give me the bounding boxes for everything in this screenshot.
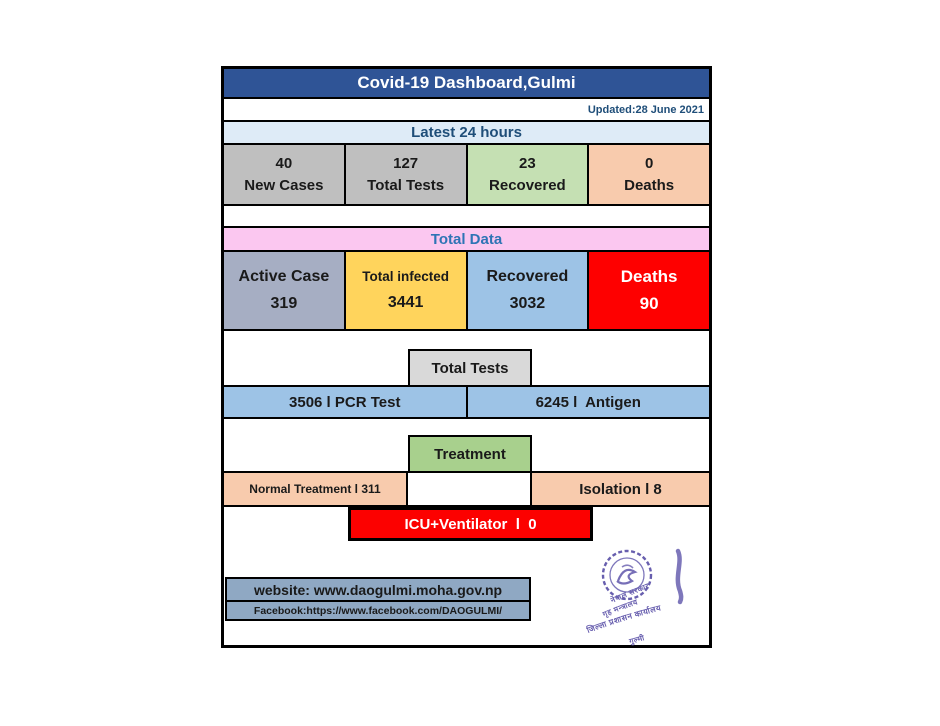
deaths-label: Deaths	[624, 176, 675, 194]
spacer-row	[224, 206, 709, 228]
stamp-line-4: गुल्मी	[627, 633, 645, 647]
updated-date: Updated:28 June 2021	[224, 99, 709, 122]
treatment-breakdown-row: Normal Treatment l 311 Isolation l 8	[224, 473, 709, 507]
total-infected-label: Total infected	[362, 269, 449, 285]
new-cases-value: 40	[275, 154, 293, 172]
stat-cell-new-cases: 40 New Cases	[224, 145, 346, 204]
new-cases-label: New Cases	[244, 176, 324, 194]
tests-breakdown-row: 3506 l PCR Test 6245 l Antigen	[224, 387, 709, 419]
signature-stroke	[675, 548, 684, 605]
total-cell-total-infected: Total infected 3441	[345, 252, 468, 329]
stamp-text: नेपाल सरकार गृह मन्त्रालय जिल्ला प्रशासन…	[584, 581, 661, 647]
total-tests-value: 127	[393, 154, 419, 172]
total-recovered-label: Recovered	[486, 268, 569, 286]
total-tests-label: Total Tests	[367, 176, 445, 194]
total-cell-active-case: Active Case 319	[224, 252, 346, 329]
footer-section: website: www.daogulmi.moha.gov.np Facebo…	[224, 543, 709, 647]
active-case-value: 319	[270, 294, 298, 312]
total-cell-deaths: Deaths 90	[589, 252, 709, 329]
deaths-value: 0	[644, 154, 654, 172]
stat-cell-recovered: 23 Recovered	[467, 145, 590, 204]
stat-cell-deaths: 0 Deaths	[589, 145, 709, 204]
total-data-heading: Total Data	[224, 228, 709, 252]
total-deaths-label: Deaths	[620, 267, 678, 287]
icu-ventilator-bar: ICU+Ventilator l 0	[348, 507, 593, 541]
links-block: website: www.daogulmi.moha.gov.np Facebo…	[225, 577, 531, 621]
recovered-label: Recovered	[489, 176, 566, 194]
stamp-emblem	[601, 549, 653, 601]
treatment-section: Treatment	[224, 419, 709, 473]
website-link: website: www.daogulmi.moha.gov.np	[225, 577, 531, 602]
total-cell-recovered: Recovered 3032	[467, 252, 590, 329]
total-data-row: Active Case 319 Total infected 3441 Reco…	[224, 252, 709, 331]
icu-section: ICU+Ventilator l 0	[224, 507, 709, 543]
antigen-test-cell: 6245 l Antigen	[535, 393, 641, 411]
stamp-graphic: नेपाल सरकार गृह मन्त्रालय जिल्ला प्रशासन…	[584, 548, 684, 647]
total-infected-value: 3441	[387, 293, 424, 311]
total-recovered-value: 3032	[509, 294, 546, 312]
latest-24-hours-row: 40 New Cases 127 Total Tests 23 Recovere…	[224, 145, 709, 206]
latest-24-hours-heading: Latest 24 hours	[224, 122, 709, 145]
treatment-tab: Treatment	[408, 435, 532, 473]
normal-treatment-cell: Normal Treatment l 311	[224, 473, 408, 505]
stat-cell-total-tests: 127 Total Tests	[345, 145, 468, 204]
facebook-link: Facebook:https://www.facebook.com/DAOGUL…	[225, 602, 531, 621]
isolation-cell: Isolation l 8	[532, 473, 709, 505]
total-tests-section: Total Tests	[224, 331, 709, 387]
active-case-label: Active Case	[238, 268, 330, 286]
recovered-value: 23	[519, 154, 536, 172]
pcr-test-cell: 3506 l PCR Test	[224, 387, 468, 417]
official-stamp: नेपाल सरकार गृह मन्त्रालय जिल्ला प्रशासन…	[582, 547, 704, 647]
total-deaths-value: 90	[639, 294, 659, 314]
svg-text:गुल्मी: गुल्मी	[627, 633, 646, 647]
dashboard-title: Covid-19 Dashboard,Gulmi	[224, 69, 709, 99]
total-tests-tab: Total Tests	[408, 349, 532, 387]
treatment-empty-cell	[408, 473, 532, 505]
covid-dashboard: Covid-19 Dashboard,Gulmi Updated:28 June…	[221, 66, 712, 648]
